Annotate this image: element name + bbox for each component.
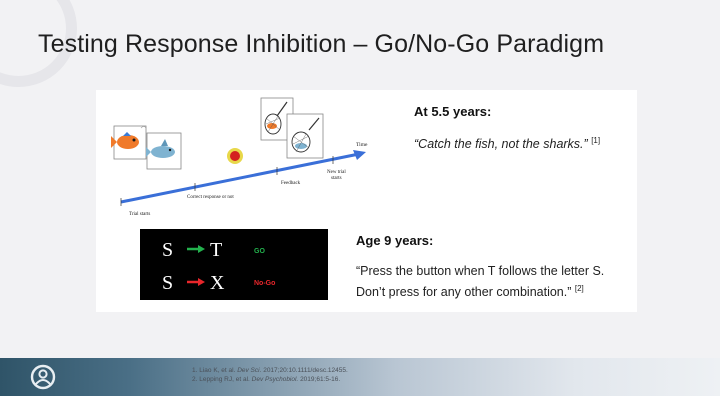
age-9-heading: Age 9 years: — [356, 233, 434, 248]
nogo-label: No-Go — [254, 280, 275, 287]
slide-title: Testing Response Inhibition – Go/No-Go P… — [38, 30, 605, 58]
instruction-line-2: Don’t press for any other combination.” … — [356, 284, 584, 300]
reference-2: 2. Lepping RJ, et al. Dev Psychobiol. 20… — [192, 376, 341, 383]
fish-task-figure: Time Trial starts Correct response or no… — [111, 97, 368, 217]
fish-icon — [117, 135, 139, 149]
instruction-line-1: “Press the button when T follows the let… — [356, 264, 605, 278]
shark-card — [146, 132, 182, 170]
shark-icon — [151, 146, 175, 158]
stimulus-svg: S T GO S X No-Go — [162, 239, 275, 294]
footer-bar: 1. Liao K, et al. Dev Sci. 2017;20:10.11… — [0, 358, 720, 396]
feedback-label: Feedback — [281, 181, 301, 186]
new-trial-label-line1: New trial — [327, 170, 346, 175]
ref-2-marker: [2] — [574, 284, 584, 293]
trial-starts-label: Trial starts — [129, 212, 150, 217]
new-trial-label-line2: starts — [331, 176, 342, 181]
go-nogo-stimulus-display: S T GO S X No-Go — [140, 229, 328, 300]
go-label: GO — [254, 248, 265, 255]
reference-1: 1. Liao K, et al. Dev Sci. 2017;20:10.11… — [192, 367, 348, 374]
age-9-instruction: “Press the button when T follows the let… — [356, 263, 604, 301]
references: 1. Liao K, et al. Dev Sci. 2017;20:10.11… — [192, 366, 348, 384]
content-panel: Time Trial starts Correct response or no… — [96, 90, 637, 312]
nogo-first-letter: S — [162, 272, 173, 294]
correct-response-label: Correct response or not — [187, 195, 234, 200]
age-5-quote-text: “Catch the fish, not the sharks.” — [414, 137, 588, 152]
ref-1-marker: [1] — [591, 136, 601, 145]
decorative-ring — [0, 0, 77, 87]
age-5-heading: At 5.5 years: — [414, 104, 492, 119]
go-second-letter: T — [210, 239, 222, 261]
net-shark-card — [286, 113, 324, 159]
response-button-icon — [227, 148, 243, 164]
go-first-letter: S — [162, 239, 173, 261]
time-label: Time — [356, 142, 368, 148]
timeline-arrow — [120, 150, 366, 206]
logo-icon — [30, 364, 56, 390]
nogo-second-letter: X — [210, 272, 225, 294]
fish-card — [111, 125, 147, 160]
age-5-quote: “Catch the fish, not the sharks.” [1] — [414, 136, 600, 151]
